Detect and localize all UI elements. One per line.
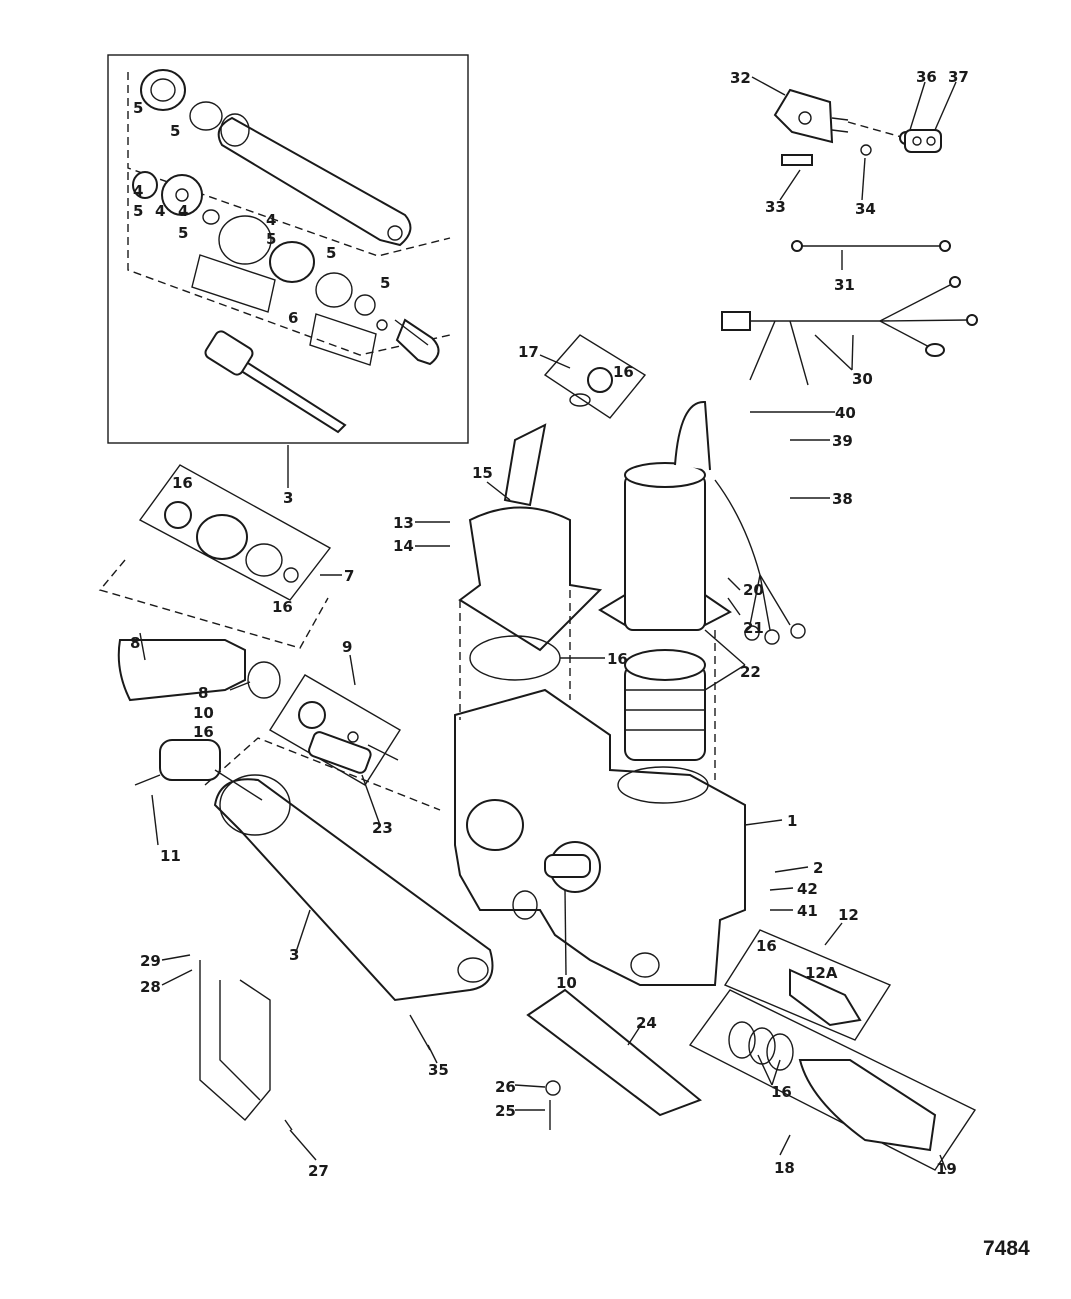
check-valve-kit [204, 674, 441, 811]
bottom-parts [134, 774, 977, 1171]
callout-5: 5 [380, 274, 390, 292]
callout-32: 32 [730, 69, 751, 87]
callout-8: 8 [198, 684, 208, 702]
callout-37: 37 [948, 68, 969, 86]
callout-9: 9 [342, 638, 352, 656]
callout-labels: 5 5 4 5 4 4 4 5 5 5 5 6 3 17 16 32 36 37… [130, 68, 969, 1180]
pump-body [454, 590, 746, 986]
callout-18: 18 [774, 1159, 795, 1177]
callout-11: 11 [160, 847, 181, 865]
callout-40: 40 [835, 404, 856, 422]
trim-cylinder [159, 731, 494, 1002]
callout-7: 7 [344, 567, 354, 585]
callout-6: 6 [288, 309, 298, 327]
callout-38: 38 [832, 490, 853, 508]
callout-4: 4 [266, 211, 276, 229]
callout-8: 8 [130, 634, 140, 652]
callout-35: 35 [428, 1061, 449, 1079]
callout-29: 29 [140, 952, 161, 970]
wiring-harness [721, 240, 978, 386]
callout-36: 36 [916, 68, 937, 86]
callout-22: 22 [740, 663, 761, 681]
callout-20: 20 [743, 581, 764, 599]
callout-25: 25 [495, 1102, 516, 1120]
callout-33: 33 [765, 198, 786, 216]
callout-16: 16 [172, 474, 193, 492]
solenoid-assembly [773, 88, 942, 166]
callout-30: 30 [852, 370, 873, 388]
callout-1: 1 [787, 812, 797, 830]
callout-16: 16 [756, 937, 777, 955]
callout-41: 41 [797, 902, 818, 920]
callout-17: 17 [518, 343, 539, 361]
callout-31: 31 [834, 276, 855, 294]
cylinder-kit-box [107, 54, 469, 444]
callout-2: 2 [813, 859, 823, 877]
callout-10: 10 [556, 974, 577, 992]
callout-5: 5 [170, 122, 180, 140]
callout-3: 3 [283, 489, 293, 507]
callout-4: 4 [133, 182, 143, 200]
callout-4: 4 [155, 202, 165, 220]
callout-19: 19 [936, 1160, 957, 1178]
callout-27: 27 [308, 1162, 329, 1180]
callout-5: 5 [133, 99, 143, 117]
callout-12a: 12A [805, 964, 838, 982]
callout-16: 16 [771, 1083, 792, 1101]
callout-26: 26 [495, 1078, 516, 1096]
callout-28: 28 [140, 978, 161, 996]
leader-lines [139, 76, 957, 1171]
callout-24: 24 [636, 1014, 657, 1032]
figure-number: 7484 [983, 1237, 1030, 1260]
callout-5: 5 [326, 244, 336, 262]
callout-5: 5 [178, 224, 188, 242]
callout-10: 10 [193, 704, 214, 722]
callout-5: 5 [266, 230, 276, 248]
callout-4: 4 [178, 202, 188, 220]
pump-motor [598, 400, 806, 645]
reservoir [458, 423, 603, 681]
callout-16: 16 [272, 598, 293, 616]
callout-34: 34 [855, 200, 876, 218]
callout-42: 42 [797, 880, 818, 898]
callout-16: 16 [613, 363, 634, 381]
callout-39: 39 [832, 432, 853, 450]
cylinder-piston-kit [98, 464, 332, 702]
reservoir-cap-box [543, 334, 647, 419]
callout-21: 21 [743, 619, 764, 637]
callout-14: 14 [393, 537, 414, 555]
callout-15: 15 [472, 464, 493, 482]
callout-16: 16 [193, 723, 214, 741]
callout-3: 3 [289, 946, 299, 964]
callout-16: 16 [607, 650, 628, 668]
callout-13: 13 [393, 514, 414, 532]
pump-piston [624, 649, 706, 761]
callout-5: 5 [133, 202, 143, 220]
callout-12: 12 [838, 906, 859, 924]
callout-23: 23 [372, 819, 393, 837]
